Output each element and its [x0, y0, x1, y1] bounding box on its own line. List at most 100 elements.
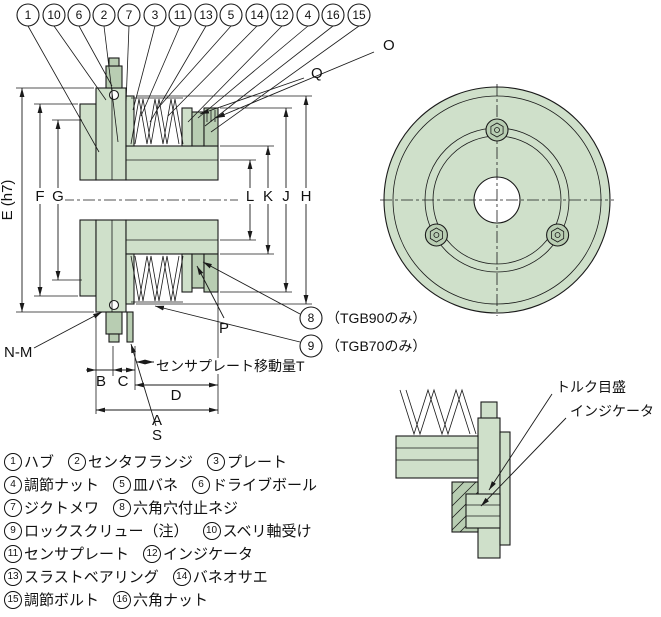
front-bolt-top [485, 118, 509, 142]
adjust-nut-lower [203, 253, 219, 293]
dimension-P: P [196, 265, 229, 337]
svg-text:10: 10 [47, 8, 61, 22]
drive-ball-top [108, 89, 120, 101]
svg-text:7: 7 [126, 8, 133, 22]
dimension-Q-label: Q [311, 65, 323, 82]
svg-text:14: 14 [250, 8, 264, 22]
dimension-Q: Q [199, 65, 323, 115]
dimension-F: F [33, 103, 78, 297]
drive-ball-bottom [108, 299, 120, 311]
dimension-K-label: K [263, 188, 273, 205]
callout-11: 11 [140, 3, 192, 117]
svg-text:5: 5 [228, 8, 235, 22]
seam-lines [111, 88, 218, 312]
detail-spring [399, 388, 477, 436]
dimension-P-label: P [219, 320, 229, 337]
dimension-D-label: D [171, 387, 182, 404]
dimension-S-label: S [152, 427, 162, 444]
note-callouts: 8 （TGB90のみ） 9 （TGB70のみ） [154, 261, 426, 358]
detail-sensor-plate [477, 417, 501, 559]
sensor-plate-lower [181, 253, 193, 293]
dimensions: E (h7) F G L [0, 37, 395, 444]
lock-pin [126, 311, 134, 343]
dimension-S: S [130, 343, 162, 444]
svg-text:4: 4 [305, 8, 312, 22]
callout-4: 4 [197, 3, 320, 119]
cross-section-view [62, 57, 238, 343]
svg-text:15: 15 [352, 8, 366, 22]
dimension-L-label: L [246, 188, 254, 205]
top-stud [105, 65, 123, 89]
detail-side-plate [499, 431, 511, 546]
callout-6: 6 [67, 3, 113, 87]
bottom-stud [105, 311, 123, 335]
detail-label-indicator: インジケータ [480, 403, 654, 507]
svg-text:12: 12 [275, 8, 289, 22]
hub-cylinder-lower [125, 219, 219, 255]
dimension-O: O [215, 37, 395, 119]
svg-text:2: 2 [101, 8, 108, 22]
front-bolt-right [546, 223, 570, 247]
svg-text:6: 6 [76, 8, 83, 22]
dimension-B-label: B [96, 373, 106, 390]
callout-12: 12 [187, 3, 294, 123]
disc-spring-stack-bottom [130, 255, 184, 303]
svg-text:3: 3 [152, 8, 159, 22]
dimension-A: A [96, 407, 218, 429]
detail-view: トルク目盛 インジケータ [395, 379, 654, 559]
detail-shaft [395, 435, 479, 479]
flange-column-upper [95, 87, 127, 181]
svg-text:16: 16 [326, 8, 340, 22]
dimension-A-label: A [152, 412, 162, 429]
dimension-T: センサプレート移動量T [136, 358, 312, 374]
bottom-stud-cap [108, 333, 120, 343]
callout-7: 7 [117, 3, 141, 105]
callout-balloons: 1 10 6 2 7 3 11 13 [16, 3, 371, 153]
dimension-D: D [135, 382, 218, 404]
hub-cylinder-upper [125, 145, 219, 181]
outer-ring-lower [79, 219, 97, 297]
indicator-label: インジケータ [570, 403, 654, 419]
plate-upper [125, 95, 135, 147]
dimension-B: B [86, 367, 113, 390]
callout-15: 15 [210, 3, 371, 133]
dimension-NM: N-M [4, 311, 103, 361]
svg-text:9: 9 [308, 339, 315, 353]
plate-lower [125, 253, 135, 305]
callout-2: 2 [92, 3, 119, 143]
dimension-E: E (h7) [0, 87, 94, 313]
front-view [380, 84, 614, 316]
dimension-J: J [220, 107, 293, 293]
dimension-L: L [220, 159, 257, 241]
callout-3: 3 [132, 3, 167, 111]
detail-indicator-bolt [465, 493, 501, 529]
dimension-C-label: C [118, 373, 129, 390]
flange-column-lower [95, 219, 127, 313]
front-bolt-left [424, 223, 448, 247]
callout-10: 10 [42, 3, 107, 101]
note-9-text: （TGB70のみ） [326, 338, 426, 354]
dimension-E-label: E (h7) [0, 180, 16, 221]
